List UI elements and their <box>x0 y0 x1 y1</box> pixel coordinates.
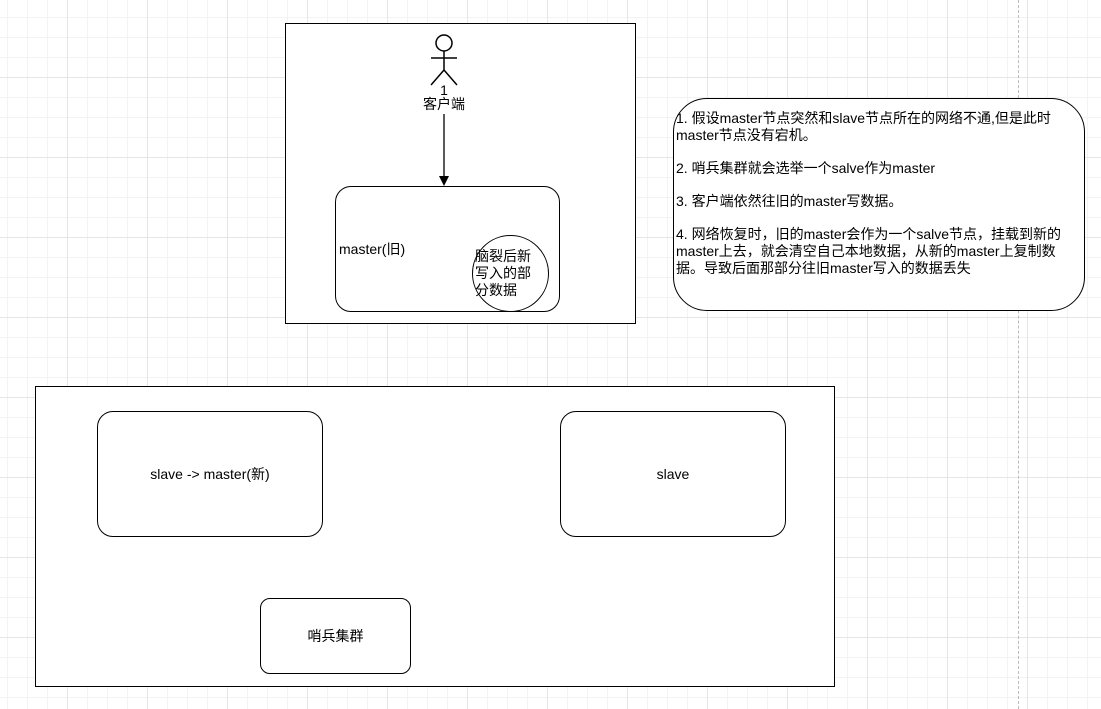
actor-number: 1 <box>440 82 448 98</box>
split-brain-line-2: 写入的部 <box>475 265 531 281</box>
note-item-3: 3. 客户端依然往旧的master写数据。 <box>676 193 903 209</box>
slave-node[interactable]: slave <box>560 411 786 537</box>
note-item-2: 2. 哨兵集群就会选举一个salve作为master <box>676 160 936 176</box>
split-brain-line-1: 脑裂后新 <box>475 248 531 264</box>
master-old-label: master(旧) <box>339 241 406 257</box>
split-brain-line-3: 分数据 <box>475 282 517 298</box>
sentinel-cluster-label: 哨兵集群 <box>307 628 364 644</box>
slave-label: slave <box>656 466 690 482</box>
note-item-1: 1. 假设master节点突然和slave节点所在的网络不通,但是此时maste… <box>676 110 1051 143</box>
page-guide-line <box>1018 0 1019 709</box>
split-brain-data-text: 脑裂后新 写入的部 分数据 <box>475 248 545 299</box>
client-to-master-arrow <box>439 114 449 186</box>
actor-label: 客户端 <box>423 96 465 112</box>
explanation-note[interactable] <box>673 98 1085 311</box>
split-brain-data-circle[interactable] <box>472 235 549 312</box>
note-item-4: 4. 网络恢复时，旧的master会作为一个salve节点，挂载到新的maste… <box>676 226 1062 276</box>
new-master-node[interactable]: slave -> master(新) <box>97 411 323 537</box>
explanation-note-text: 1. 假设master节点突然和slave节点所在的网络不通,但是此时maste… <box>676 110 1081 277</box>
actor-icon[interactable] <box>425 32 465 92</box>
new-master-label: slave -> master(新) <box>150 466 270 482</box>
sentinel-cluster-node[interactable]: 哨兵集群 <box>260 598 411 674</box>
